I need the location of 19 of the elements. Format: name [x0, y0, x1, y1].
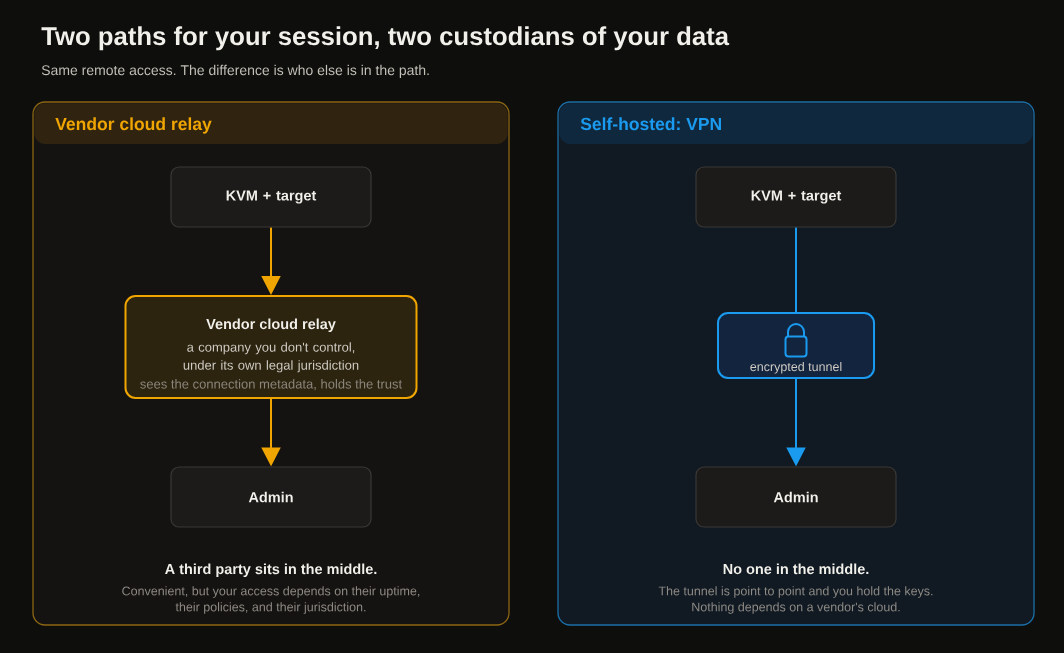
title: Two paths for your session, two custodians of your data	[41, 26, 730, 51]
summary-heading: No one in the middle.	[723, 563, 869, 575]
box-text: encrypted tunnel	[750, 361, 842, 374]
box-text: a company you don't control, under its own legal jurisdiction	[183, 342, 359, 373]
process-box: Admin	[170, 466, 372, 528]
process-box: KVM + target	[695, 166, 897, 228]
subtitle: Same remote access. The difference is who else is in the path.	[41, 64, 429, 78]
process-box: KVM + target	[170, 166, 372, 228]
panel-heading: Self-hosted: VPN	[559, 103, 1033, 144]
tunnel-box	[717, 312, 875, 379]
box-note: sees the connection metadata, holds the trust	[140, 379, 403, 391]
summary-heading: A third party sits in the middle.	[165, 563, 377, 577]
box-title: Vendor cloud relay	[206, 318, 336, 332]
process-box: Admin	[695, 466, 897, 528]
relay-box	[124, 295, 418, 399]
panel-heading: Vendor cloud relay	[34, 103, 508, 144]
summary-text: The tunnel is point to point and you hold the keys. Nothing depends on a vendor's cloud.	[658, 586, 933, 614]
connector-line	[795, 226, 797, 313]
summary-text: Convenient, but your access depends on their uptime, their policies, and their jurisdiction.	[122, 586, 420, 614]
